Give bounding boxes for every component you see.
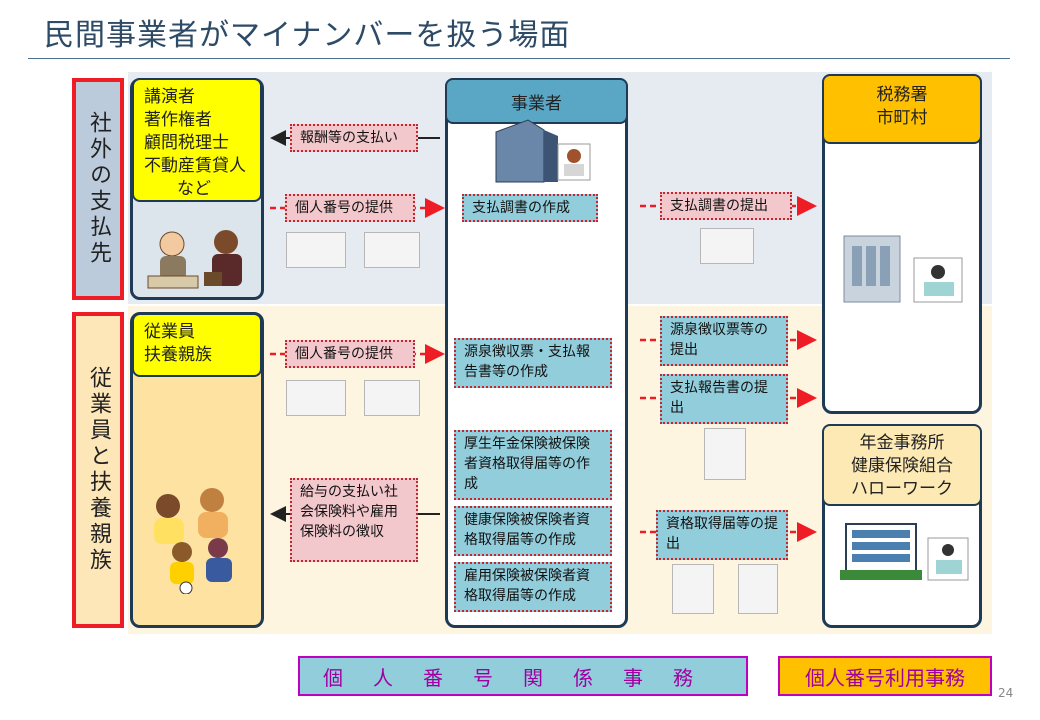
my-number-card-back-icon <box>364 232 420 268</box>
payee-line: など <box>160 179 211 199</box>
employees-list: 従業員 扶養親族 <box>132 313 262 377</box>
my-number-card-front-icon <box>286 380 346 416</box>
payee-line: 講演者 <box>144 87 195 107</box>
salary-box: 給与の支払い社会保険料や雇用保険料の徴収 <box>290 478 418 562</box>
title-divider <box>28 58 1010 59</box>
submit-withholding-box: 源泉徴収票等の提出 <box>660 316 788 366</box>
pension-acquisition-box: 厚生年金保険被保険者資格取得届等の作成 <box>454 430 612 500</box>
business-building-icon <box>495 119 591 183</box>
payees-people-icon <box>147 230 242 289</box>
create-withholding-box: 源泉徴収票・支払報告書等の作成 <box>454 338 612 388</box>
family-people-icon <box>154 488 232 594</box>
provide-number-top-box: 個人番号の提供 <box>285 194 415 222</box>
pension-office-building-icon <box>840 523 969 581</box>
acquisition-document-icon <box>738 564 778 614</box>
tax-office-building-icon <box>843 235 963 303</box>
employment-acquisition-box: 雇用保険被保険者資格取得届等の作成 <box>454 562 612 612</box>
pension-office-header: 年金事務所 健康保険組合 ハローワーク <box>822 424 982 506</box>
create-payment-record-box: 支払調書の作成 <box>462 194 598 222</box>
submit-payment-report-box: 支払報告書の提出 <box>660 374 788 424</box>
payee-line: 顧問税理士 <box>144 133 229 153</box>
acquisition-document-icon <box>672 564 714 614</box>
side-label-employees: 従業員と扶養親族 <box>72 312 124 628</box>
side-label-external: 社外の支払先 <box>72 78 124 300</box>
slide-title: 民間事業者がマイナンバーを扱う場面 <box>44 18 571 53</box>
withholding-document-icon <box>704 428 746 480</box>
tax-office-header: 税務署 市町村 <box>822 74 982 144</box>
health-acquisition-box: 健康保険被保険者資格取得届等の作成 <box>454 506 612 556</box>
employee-line: 扶養親族 <box>144 345 212 365</box>
my-number-card-back-icon <box>364 380 420 416</box>
payee-line: 著作権者 <box>144 110 212 130</box>
business-header: 事業者 <box>445 78 628 124</box>
page-number: 24 <box>998 686 1014 700</box>
footer-utilization-affairs: 個人番号利用事務 <box>778 656 992 696</box>
payment-record-document-icon <box>700 228 754 264</box>
payment-box: 報酬等の支払い <box>290 124 418 152</box>
footer-related-affairs: 個人番号関係事務 <box>298 656 748 696</box>
my-number-card-front-icon <box>286 232 346 268</box>
submit-payment-record-box: 支払調書の提出 <box>660 192 792 220</box>
provide-number-bottom-box: 個人番号の提供 <box>285 340 415 368</box>
payee-line: 不動産賃貸人 <box>144 156 246 176</box>
submit-acquisition-box: 資格取得届等の提出 <box>656 510 788 560</box>
payees-list: 講演者 著作権者 顧問税理士 不動産賃貸人 など <box>132 78 262 202</box>
employee-line: 従業員 <box>144 322 195 342</box>
